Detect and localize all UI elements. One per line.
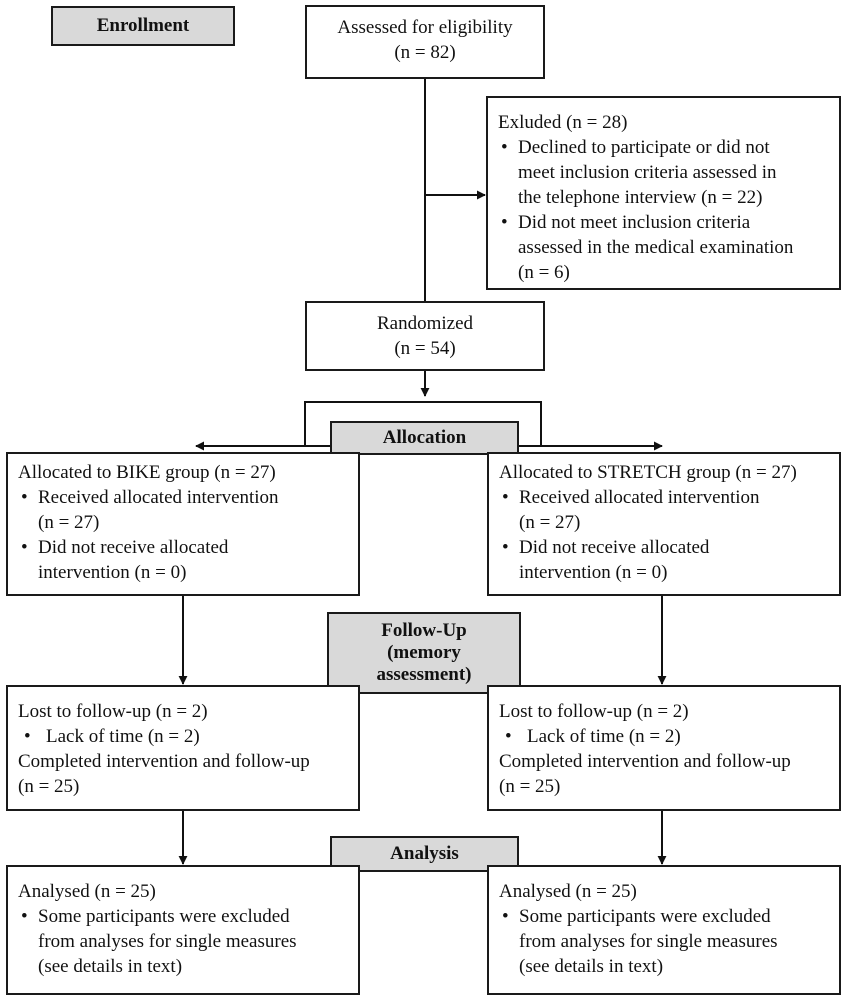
- excluded-box: Exluded (n = 28) Declined to participate…: [486, 96, 841, 290]
- excluded-item: Declined to participate or did not meet …: [498, 135, 831, 210]
- excluded-item-1-line-1: Declined to participate or did not: [518, 137, 770, 158]
- excluded-item-2-line-2: assessed in the medical examination: [518, 237, 794, 258]
- bike-completed-n: (n = 25): [18, 776, 80, 797]
- stretch-lost-to-followup: Lost to follow-up (n = 2): [499, 701, 689, 722]
- bike-lost-reason: Lack of time (n = 2): [18, 724, 350, 749]
- stage-allocation: Allocation: [330, 421, 519, 455]
- bike-received-line-1: Received allocated intervention: [38, 487, 279, 508]
- bike-analysed-title: Analysed (n = 25): [18, 881, 156, 902]
- stretch-not-received-line-1: Did not receive allocated: [519, 537, 710, 558]
- stretch-lost-reason: Lack of time (n = 2): [499, 724, 831, 749]
- stretch-analysis-line-1: Some participants were excluded: [519, 906, 771, 927]
- bike-analysis-line-1: Some participants were excluded: [38, 906, 290, 927]
- stretch-allocation-title: Allocated to STRETCH group (n = 27): [499, 462, 797, 483]
- randomized-box: Randomized (n = 54): [305, 301, 545, 371]
- excluded-title: Exluded (n = 28): [498, 112, 628, 133]
- bike-lost-to-followup: Lost to follow-up (n = 2): [18, 701, 208, 722]
- excluded-item-2-line-3: (n = 6): [518, 262, 570, 283]
- stage-followup-line-1: Follow-Up: [381, 620, 467, 641]
- assessed-box: Assessed for eligibility (n = 82): [305, 5, 545, 79]
- randomized-n: (n = 54): [394, 338, 456, 359]
- stretch-allocation-item: Received allocated intervention (n = 27): [499, 485, 831, 535]
- bike-analysis-line-2: from analyses for single measures: [38, 931, 297, 952]
- bike-not-received-line-1: Did not receive allocated: [38, 537, 229, 558]
- bike-allocation-title: Allocated to BIKE group (n = 27): [18, 462, 276, 483]
- assessed-n: (n = 82): [394, 42, 456, 63]
- randomized-label: Randomized: [376, 313, 474, 334]
- stretch-completed: Completed intervention and follow-up: [499, 751, 791, 772]
- bike-analysis-item: Some participants were excluded from ana…: [18, 904, 350, 979]
- bike-allocation-item: Received allocated intervention (n = 27): [18, 485, 350, 535]
- excluded-item-1-line-2: meet inclusion criteria assessed in: [518, 162, 777, 183]
- stretch-analysis-line-3: (see details in text): [519, 956, 664, 977]
- stage-followup-line-2: (memory: [387, 642, 461, 663]
- stretch-analysis-box: Analysed (n = 25) Some participants were…: [487, 865, 841, 995]
- stretch-allocation-item: Did not receive allocated intervention (…: [499, 535, 831, 585]
- stage-followup-line-3: assessment): [376, 664, 472, 685]
- bike-lost-reason-text: Lack of time (n = 2): [46, 726, 200, 747]
- stage-followup: Follow-Up (memory assessment): [327, 612, 521, 694]
- bike-completed: Completed intervention and follow-up: [18, 751, 310, 772]
- stage-enrollment: Enrollment: [51, 6, 235, 46]
- bike-received-line-2: (n = 27): [38, 512, 100, 533]
- stretch-completed-n: (n = 25): [499, 776, 561, 797]
- excluded-item: Did not meet inclusion criteria assessed…: [498, 210, 831, 285]
- stretch-lost-reason-text: Lack of time (n = 2): [527, 726, 681, 747]
- excluded-item-1-line-3: the telephone interview (n = 22): [518, 187, 763, 208]
- bike-analysis-line-3: (see details in text): [38, 956, 183, 977]
- bike-allocation-item: Did not receive allocated intervention (…: [18, 535, 350, 585]
- bike-not-received-line-2: intervention (n = 0): [38, 562, 187, 583]
- stretch-analysis-line-2: from analyses for single measures: [519, 931, 778, 952]
- bike-allocation-box: Allocated to BIKE group (n = 27) Receive…: [6, 452, 360, 596]
- stretch-allocation-box: Allocated to STRETCH group (n = 27) Rece…: [487, 452, 841, 596]
- stretch-received-line-2: (n = 27): [519, 512, 581, 533]
- stretch-received-line-1: Received allocated intervention: [519, 487, 760, 508]
- assessed-label: Assessed for eligibility: [337, 17, 513, 38]
- bike-followup-box: Lost to follow-up (n = 2) Lack of time (…: [6, 685, 360, 811]
- bike-analysis-box: Analysed (n = 25) Some participants were…: [6, 865, 360, 995]
- stretch-followup-box: Lost to follow-up (n = 2) Lack of time (…: [487, 685, 841, 811]
- stretch-analysed-title: Analysed (n = 25): [499, 881, 637, 902]
- stretch-not-received-line-2: intervention (n = 0): [519, 562, 668, 583]
- stretch-analysis-item: Some participants were excluded from ana…: [499, 904, 831, 979]
- excluded-item-2-line-1: Did not meet inclusion criteria: [518, 212, 751, 233]
- allocation-frame: [304, 401, 542, 446]
